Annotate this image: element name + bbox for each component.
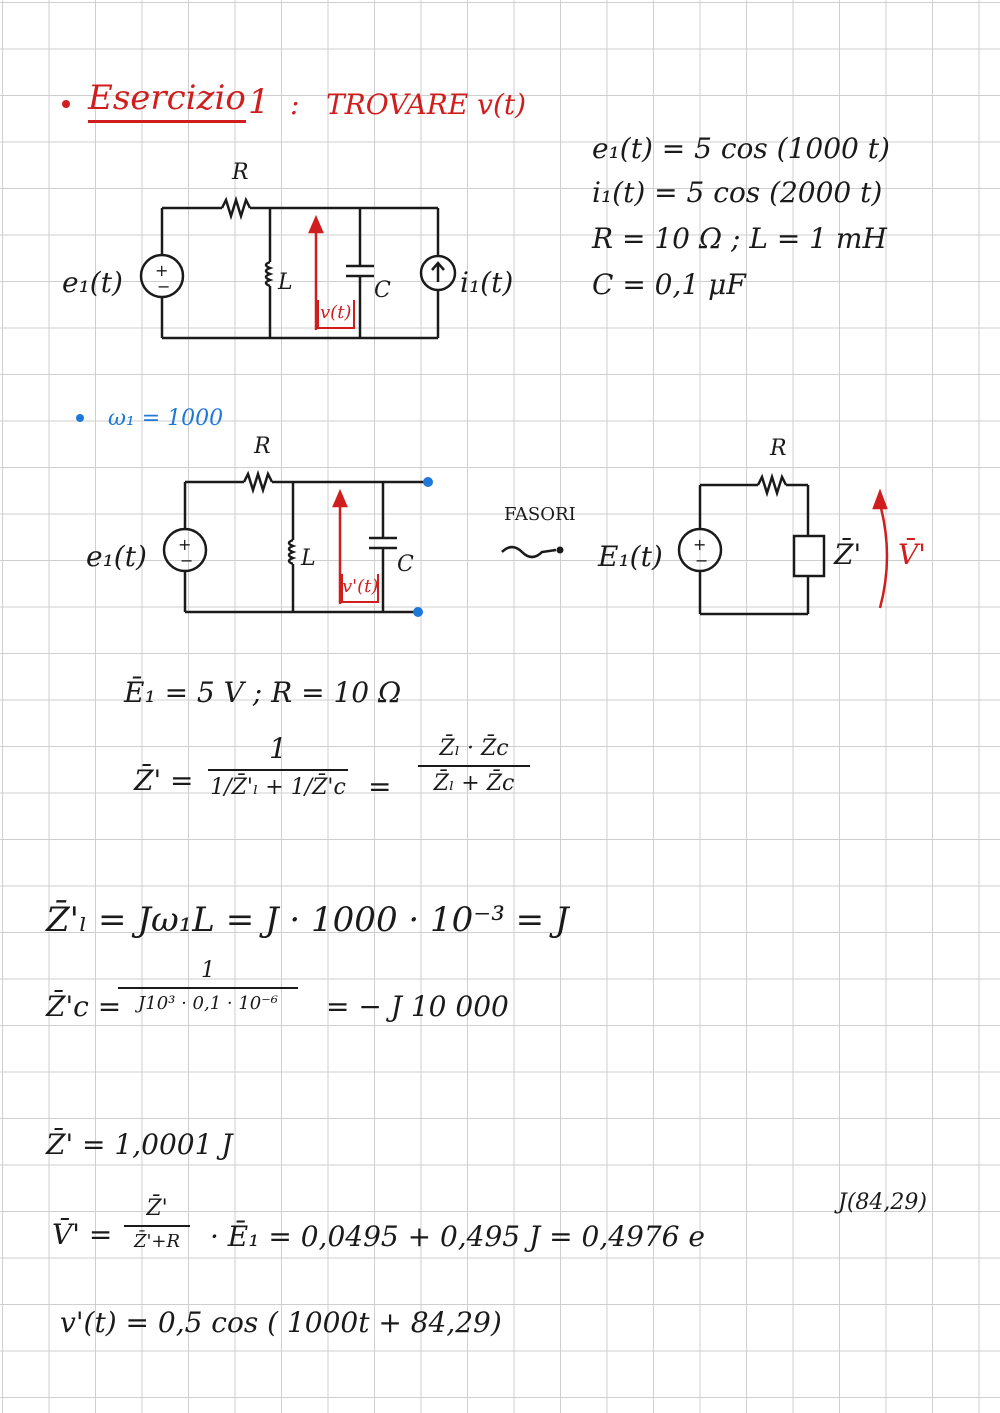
c2-R-label: R [254, 434, 271, 459]
given-R-L: R = 10 Ω ; L = 1 mH [592, 222, 887, 255]
c1-source-label: e₁(t) [62, 266, 123, 299]
exercise-colon: : [290, 88, 300, 121]
eq-ZC-lhs: Z̄'c = [46, 990, 122, 1023]
eq-V-fraction: Z̄' Z̄'+R [124, 1196, 190, 1252]
c2-terminal-top [423, 477, 433, 487]
c2-L-label: L [301, 546, 316, 571]
c2-v-label: v'(t) [342, 576, 379, 597]
c3-source-minus: − [695, 551, 708, 570]
eq-ZC-num: 1 [201, 958, 215, 983]
c3-Z-label: Z̄' [834, 538, 862, 571]
c1-source-plus: + [155, 261, 168, 280]
c2-source-plus: + [178, 535, 191, 554]
eq-Zp-num: 1 [269, 732, 287, 765]
title-bullet [62, 100, 70, 108]
c3-V-label: V̄' [898, 538, 926, 571]
eq-V-exp: J(84,29) [838, 1190, 927, 1215]
c3-source-plus: + [693, 535, 706, 554]
c1-v-label: v(t) [320, 302, 352, 323]
eq-ZC-den: J10³ · 0,1 · 10⁻⁶ [138, 993, 278, 1014]
phasor-label: FASORI [504, 504, 576, 525]
c3-source-label: E₁(t) [598, 540, 663, 573]
c3-R-label: R [770, 436, 787, 461]
eq-V-den: Z̄'+R [133, 1231, 181, 1252]
c2-source-label: e₁(t) [86, 540, 147, 573]
c1-current-label: i₁(t) [460, 266, 514, 299]
c1-R-label: R [232, 160, 249, 185]
eq-Zp-fraction: 1 1/Z̄'ₗ + 1/Z̄'c [208, 732, 348, 800]
eq-ZC-rhs: = − J 10 000 [326, 990, 509, 1023]
exercise-label: Esercizio [88, 78, 246, 123]
omega-label: ω₁ = 1000 [108, 406, 224, 431]
c2-C-label: C [397, 552, 414, 577]
eq-Zp-rhs-fraction: Z̄ₗ · Z̄c Z̄ₗ + Z̄c [418, 736, 530, 796]
omega-bullet [76, 414, 84, 422]
eq-V-rhs: · Ē₁ = 0,0495 + 0,495 J = 0,4976 e [210, 1220, 705, 1253]
given-C: C = 0,1 μF [592, 268, 746, 301]
eq-Zp-rhs-num: Z̄ₗ · Z̄c [439, 736, 509, 761]
exercise-task: TROVARE v(t) [326, 88, 527, 121]
exercise-number: 1 [248, 82, 270, 122]
eq-V-num: Z̄' [146, 1196, 168, 1221]
c2-terminal-bottom [413, 607, 423, 617]
eq-ZC-fraction: 1 J10³ · 0,1 · 10⁻⁶ [118, 958, 298, 1014]
c2-source-minus: − [180, 551, 193, 570]
eq-Zp-value: Z̄' = 1,0001 J [46, 1128, 233, 1161]
eq-vt: v'(t) = 0,5 cos ( 1000t + 84,29) [60, 1306, 502, 1339]
eq-Zp-rhs-den: Z̄ₗ + Z̄c [433, 771, 515, 796]
given-i1: i₁(t) = 5 cos (2000 t) [592, 176, 883, 209]
c1-source-minus: − [157, 277, 170, 296]
eq-Zp-lhs: Z̄' = [134, 764, 194, 797]
eq-ZL: Z̄'ₗ = Jω₁L = J · 1000 · 10⁻³ = J [46, 900, 569, 940]
eq-Zp-eq: = [368, 770, 392, 803]
eq-E1-R: Ē₁ = 5 V ; R = 10 Ω [124, 676, 402, 709]
given-e1: e₁(t) = 5 cos (1000 t) [592, 132, 890, 165]
c1-L-label: L [278, 270, 293, 295]
eq-Zp-den: 1/Z̄'ₗ + 1/Z̄'c [210, 775, 346, 800]
c1-C-label: C [374, 278, 391, 303]
eq-V-lhs: V̄' = [52, 1218, 113, 1251]
